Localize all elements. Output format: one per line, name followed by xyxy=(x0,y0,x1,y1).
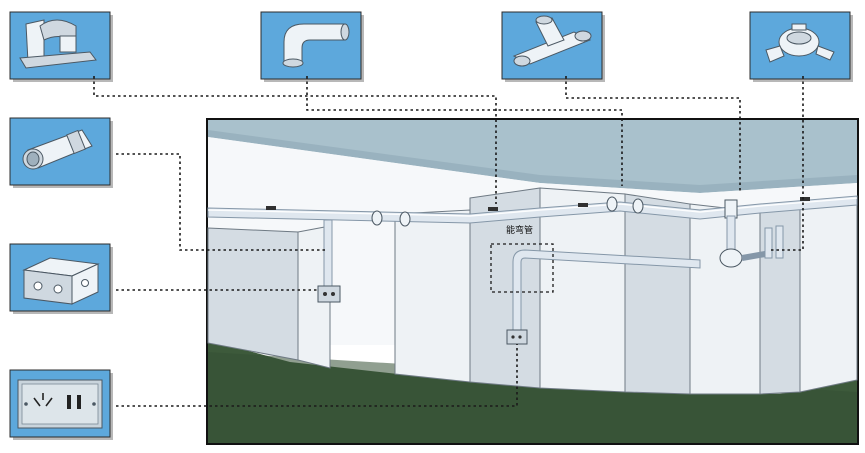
round-junction-box xyxy=(719,248,743,268)
thumb-elbow xyxy=(260,11,364,82)
pipe-saddle-clip-icon xyxy=(19,19,97,69)
thumb-saddle-clip xyxy=(9,11,113,82)
ceiling xyxy=(208,120,857,193)
leader-socket-plate xyxy=(116,344,518,407)
pipe-coupling-icon xyxy=(22,129,93,170)
bend-pipe-highlight xyxy=(490,243,554,293)
socket-faceplate-icon xyxy=(17,379,103,429)
thumb-tee xyxy=(501,11,605,82)
central-socket-box xyxy=(506,329,528,345)
pipe-elbow-icon xyxy=(282,23,350,68)
leader-elbow xyxy=(306,76,623,186)
thumb-round-junction xyxy=(749,11,853,82)
round-junction-box-icon xyxy=(765,23,835,63)
conduit-run xyxy=(207,195,858,345)
leader-coupling xyxy=(116,153,328,251)
pipe-tee-icon xyxy=(512,15,592,67)
thumb-coupling xyxy=(9,117,113,188)
leader-tee xyxy=(565,76,741,192)
square-switch-box-icon xyxy=(22,257,100,305)
leader-saddle-clip xyxy=(93,76,497,204)
bend-pipe-label: 能弯管 xyxy=(506,224,533,236)
thumb-switch-box xyxy=(9,243,113,314)
room-scene xyxy=(206,118,859,445)
thumb-socket-plate xyxy=(9,369,113,440)
leader-lines xyxy=(93,76,804,407)
left-switch-box xyxy=(317,285,341,303)
